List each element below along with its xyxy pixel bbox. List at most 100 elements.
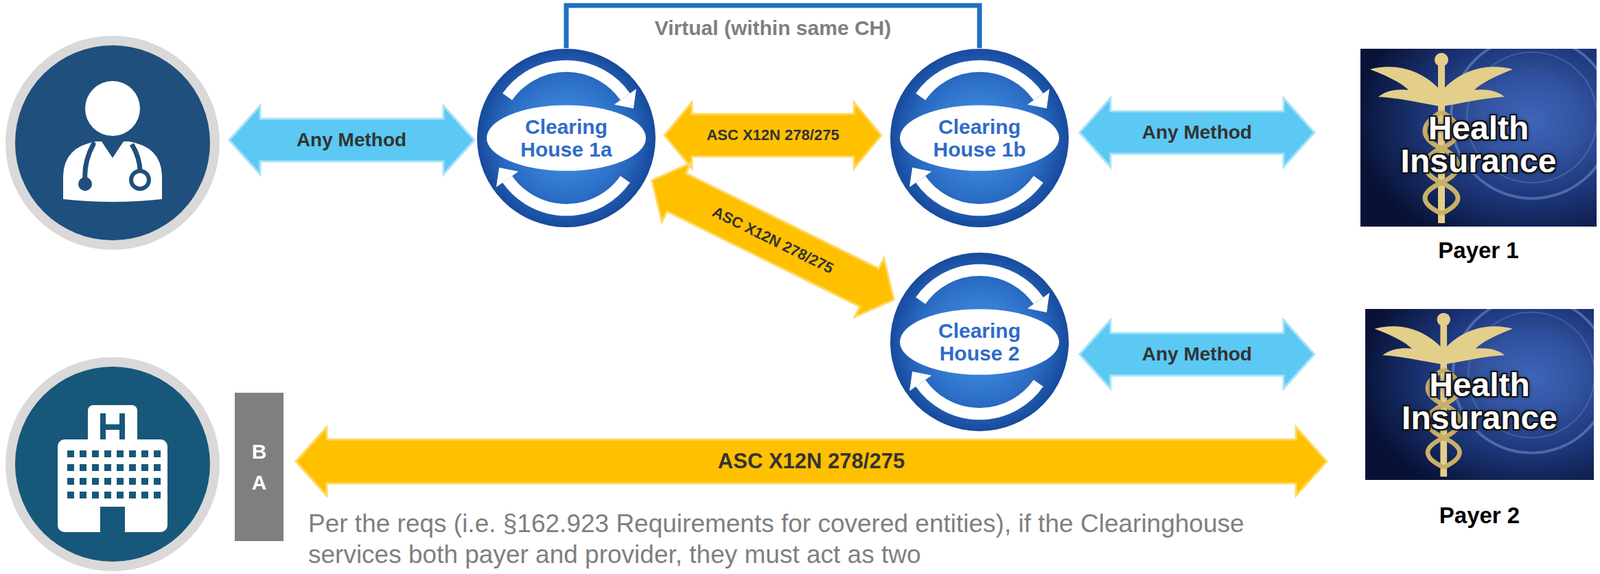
caduceus [1374,326,1445,364]
double-arrow [295,426,1327,496]
emblem-swirl [1027,89,1050,109]
doctor-icon-part [63,141,162,202]
hospital-window [153,491,161,499]
hospital-window [91,464,99,471]
emblem-swirl [614,89,637,109]
provider-arrow-part [229,105,475,175]
hospital-window [129,464,136,471]
hospital-window [141,477,149,485]
hospital-icon [5,356,220,572]
hospital-window [91,450,99,458]
hospital-window [67,450,75,458]
doctor-icon-part [101,141,124,158]
image-ground [1365,308,1594,480]
doctor-icon-part [15,45,211,241]
emblem-swirl [1027,293,1050,313]
payer-heading: Payer 1 [1360,237,1597,264]
emblem-disc [477,48,656,228]
hospital-window [67,491,75,499]
note-text: Per the reqs (i.e. §162.923 Requirements… [308,508,1325,570]
hospital-window [79,477,87,485]
image-ground [1360,48,1597,227]
clearinghouse-name: Clearing House 2 [924,319,1035,365]
hospital-window [116,477,124,485]
emblem-swirl [909,167,932,187]
payer-heading: Payer 2 [1365,502,1594,529]
double-arrow [664,102,882,169]
hospital-window [91,477,99,485]
hospital-window [116,450,124,458]
edge-label: ASC X12N 278/275 [706,126,839,144]
hospital-window [129,450,136,458]
provider-arrow [229,105,475,175]
hospital-icon-part [15,366,211,562]
ba-letters: B A [251,435,268,498]
double-arrow [1079,319,1315,389]
edge-label: Any Method [1142,122,1252,144]
hospital-windows [67,450,161,499]
emblem-band [899,308,1060,375]
hospital-window [129,491,136,499]
emblem-disc [890,48,1069,228]
hospital-icon-part [57,439,168,532]
doctor-icon [5,35,220,250]
business-associate-box: B A [234,392,284,541]
hospital-window [141,450,149,458]
hospital-window [116,491,124,499]
caduceus [1443,326,1513,364]
double-arrow [652,162,895,318]
emblem-swirl [496,167,519,187]
hospital-window [153,450,161,458]
hospital-window [104,464,112,471]
hospital-window [129,477,136,485]
caduceus [1441,66,1513,107]
clearinghouse-name: Clearing House 1a [511,115,622,161]
hospital-window [79,491,87,499]
clearinghouse-circle: Clearing House 2 [889,251,1070,432]
emblem-swirl [909,371,932,391]
emblem-disc [890,252,1069,432]
caduceus [1437,312,1451,327]
virtual-bracket [566,5,980,49]
image-caption: Health Insurance [1373,368,1586,435]
emblem-band [486,105,646,171]
image-caption: Health Insurance [1368,111,1589,178]
emblem-swirl [507,65,626,97]
caduceus [1434,52,1449,67]
payer-card: Health InsurancePayer 1 [1360,48,1597,264]
emblem-band [899,105,1060,171]
doctor-icon-part [85,144,94,180]
edge-label: ASC X12N 278/275 [717,449,905,473]
method-label: Any Method [296,129,407,152]
hospital-window [79,450,87,458]
hospital-window [104,491,112,499]
insurance-image: Health Insurance [1360,48,1597,227]
hospital-window [67,464,75,471]
hospital-window [116,464,124,471]
payer-card: Health InsurancePayer 2 [1365,308,1594,529]
hospital-window [141,464,149,471]
caduceus [1370,66,1442,107]
emblem-swirl [920,65,1039,97]
clearinghouse-circle: Clearing House 1b [889,48,1070,228]
hospital-window [153,477,161,485]
edge-label: Virtual (within same CH) [654,16,892,40]
hospital-window [104,477,112,485]
doctor-icon-part [78,177,92,191]
emblem-swirl [920,269,1039,301]
hospital-icon-part [5,356,220,572]
hospital-window [141,491,149,499]
doctor-icon-part [131,144,141,172]
double-arrow [1079,98,1315,167]
note-holder: Per the reqs (i.e. §162.923 Requirements… [308,508,1325,570]
insurance-image: Health Insurance [1365,308,1594,480]
emblem-swirl [920,383,1039,414]
hospital-icon-part [102,413,123,441]
hospital-icon-part [100,506,125,532]
clearinghouse-circle: Clearing House 1a [476,48,657,228]
hospital-window [79,464,87,471]
emblem-swirl [507,179,626,211]
hospital-window [67,477,75,485]
emblem-swirl [920,179,1039,211]
